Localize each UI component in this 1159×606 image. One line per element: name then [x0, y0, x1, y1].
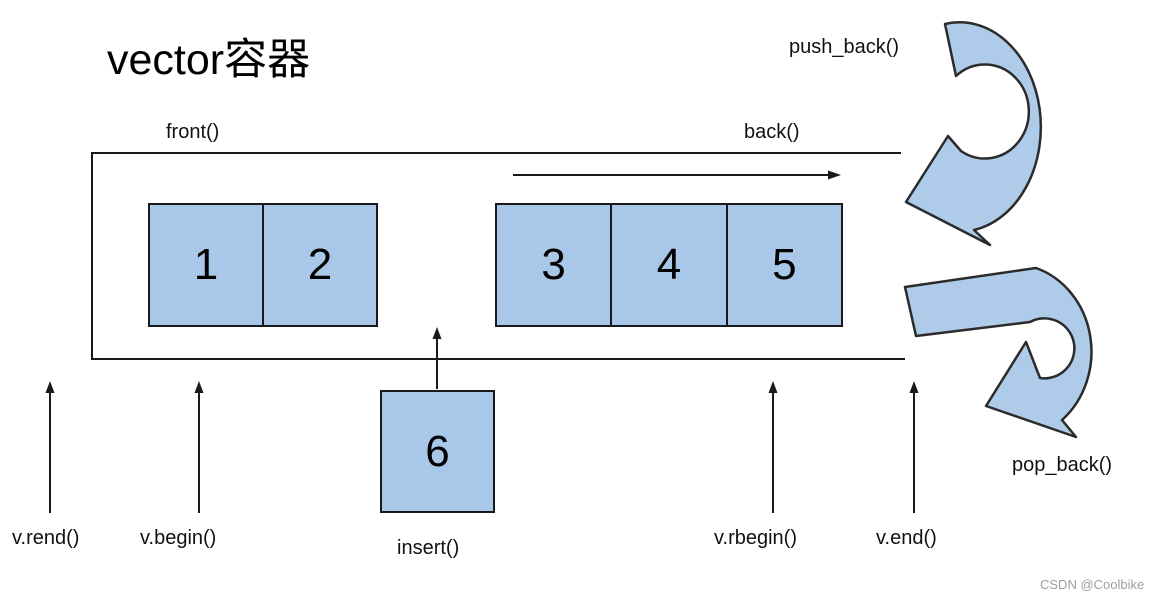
- back-label: back(): [744, 121, 800, 143]
- diagram-title: vector容器: [107, 36, 311, 84]
- v-end-arrow: [909, 381, 919, 513]
- pop-back-curved-arrow: [903, 266, 1093, 439]
- v-rend-arrow: [45, 381, 55, 513]
- v-begin-arrow: [194, 381, 204, 513]
- vector-cell: 4: [612, 203, 728, 327]
- v-end-label: v.end(): [876, 527, 937, 549]
- insert-label: insert(): [397, 537, 460, 559]
- watermark: CSDN @Coolbike: [1040, 577, 1145, 592]
- v-rend-label: v.rend(): [12, 527, 80, 549]
- front-label: front(): [166, 121, 220, 143]
- vector-cell: 3: [495, 203, 613, 327]
- back-cells-group: 3 4 5: [495, 203, 843, 327]
- push-back-curved-arrow: [904, 21, 1043, 247]
- front-cells-group: 1 2: [148, 203, 378, 327]
- push-back-label: push_back(): [789, 36, 900, 58]
- container-outline: [91, 152, 905, 360]
- v-rbegin-arrow: [768, 381, 778, 513]
- insert-cell: 6: [380, 390, 495, 513]
- vector-cell: 5: [727, 203, 843, 327]
- vector-cell: 1: [148, 203, 264, 327]
- insert-arrow: [432, 327, 442, 389]
- direction-arrow: [513, 170, 841, 180]
- v-rbegin-label: v.rbegin(): [714, 527, 797, 549]
- v-begin-label: v.begin(): [140, 527, 217, 549]
- vector-cell: 2: [264, 203, 378, 327]
- pop-back-label: pop_back(): [1012, 454, 1113, 476]
